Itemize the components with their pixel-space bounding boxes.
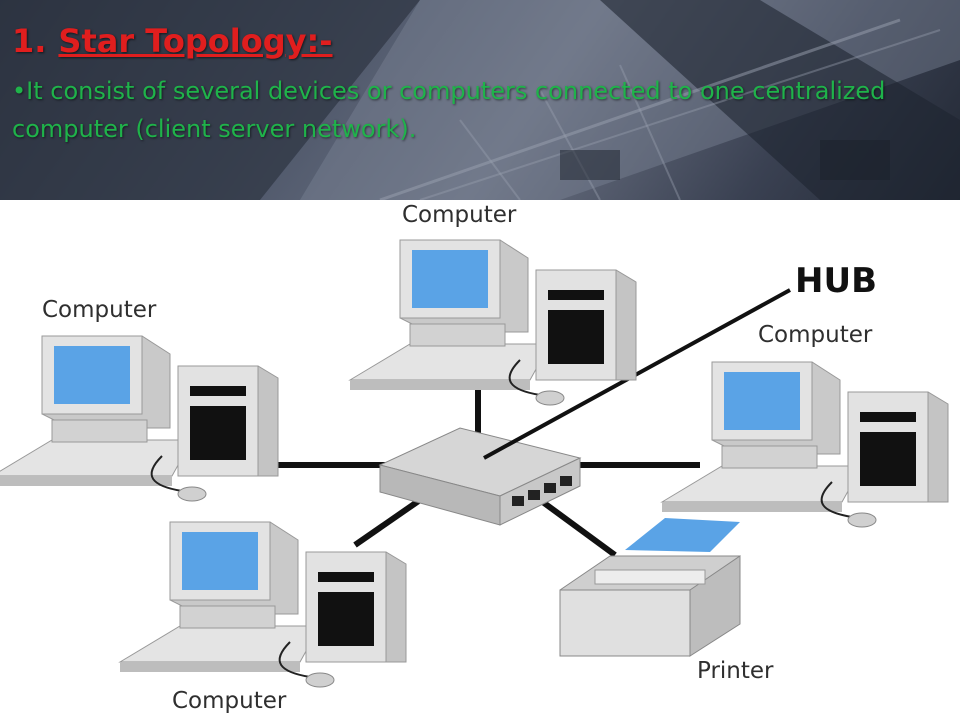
computer-right (661, 361, 949, 528)
computer-icon (0, 335, 279, 502)
computer-left (0, 335, 279, 502)
cable-bottom-right (538, 497, 617, 558)
slide-title-text: Star Topology:- (58, 22, 333, 60)
node-label-left: Computer (42, 297, 157, 323)
node-label-printer: Printer (697, 658, 774, 684)
computer-icon (349, 239, 637, 406)
computer-top (349, 239, 637, 406)
slide-number: 1. (12, 22, 47, 60)
slide-title: 1. Star Topology:- (12, 22, 333, 60)
computer-icon (661, 361, 949, 528)
cable-bottom-left (353, 497, 422, 548)
network-cables (265, 385, 700, 558)
slide-header: 1. Star Topology:- •It consist of several… (0, 0, 960, 200)
node-label-top: Computer (402, 202, 517, 228)
node-label-right: Computer (758, 322, 873, 348)
background-photo (0, 0, 960, 200)
node-label-bottom: Computer (172, 688, 287, 714)
computer-icon (119, 521, 407, 688)
hub-device (378, 427, 582, 526)
star-topology-diagram: HUB Computer Computer Computer Computer … (0, 202, 949, 714)
printer-icon (559, 518, 741, 657)
hub-pointer-line (483, 288, 791, 460)
slide-bullet: •It consist of several devices or comput… (12, 77, 886, 143)
hub-label: HUB (795, 261, 877, 301)
computer-bottom-left (119, 521, 407, 688)
